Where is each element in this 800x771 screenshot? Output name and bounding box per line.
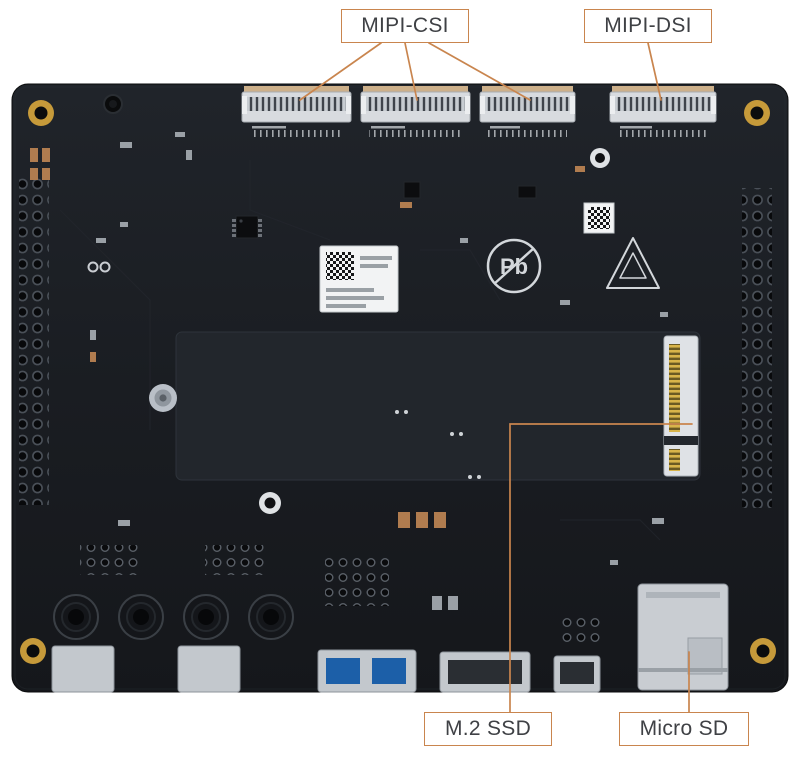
esd-triangle-symbol bbox=[606, 237, 660, 289]
bottom-connector bbox=[439, 651, 531, 693]
round-connector bbox=[53, 594, 99, 640]
leader-lines bbox=[299, 42, 693, 713]
small-qr-sticker bbox=[583, 202, 615, 234]
pcb-traces bbox=[59, 160, 661, 541]
plated-hole bbox=[87, 261, 99, 273]
plated-hole bbox=[259, 492, 281, 514]
mounting-hole bbox=[28, 100, 54, 126]
mipi-dsi-connector bbox=[609, 86, 717, 123]
bottom-connector bbox=[51, 645, 115, 693]
m2-connector bbox=[663, 335, 699, 477]
qr-code bbox=[588, 207, 610, 229]
product-label-sticker bbox=[319, 245, 399, 313]
bottom-connector bbox=[177, 645, 241, 693]
small-ic bbox=[403, 181, 421, 199]
pin-header-pads bbox=[80, 545, 140, 575]
mipi-csi-leader-line-2 bbox=[404, 42, 418, 101]
micro-sd-slot bbox=[637, 583, 729, 691]
passive-components bbox=[30, 132, 668, 610]
mounting-hole bbox=[750, 638, 776, 664]
small-ic bbox=[517, 185, 537, 199]
mipi-csi-leader-line-3 bbox=[428, 42, 531, 101]
label-mipi-dsi: MIPI-DSI bbox=[584, 9, 712, 43]
mounting-hole bbox=[20, 638, 46, 664]
gpio-header-right bbox=[742, 188, 772, 508]
bottom-connectors bbox=[51, 583, 729, 693]
qr-code bbox=[326, 252, 354, 280]
pin-header-pads bbox=[325, 556, 389, 606]
usb3-connector bbox=[317, 649, 417, 693]
mipi-csi-connector-3 bbox=[479, 86, 576, 123]
pb-free-symbol: Pb bbox=[486, 238, 542, 294]
round-connector bbox=[183, 594, 229, 640]
round-connector bbox=[248, 594, 294, 640]
m2-silkscreen-dots bbox=[395, 410, 481, 479]
bottom-connector bbox=[553, 655, 601, 693]
mipi-dsi-leader-line bbox=[647, 42, 662, 101]
top-edge-component bbox=[103, 94, 123, 114]
plated-hole bbox=[590, 148, 610, 168]
pin-header-pads bbox=[560, 616, 602, 644]
label-mipi-csi: MIPI-CSI bbox=[341, 9, 469, 43]
pin-header-pads bbox=[205, 545, 265, 575]
label-micro-sd: Micro SD bbox=[619, 712, 749, 746]
mounting-holes bbox=[20, 100, 776, 664]
m2-ssd-leader-line bbox=[509, 423, 693, 713]
mipi-connectors bbox=[241, 86, 717, 137]
round-connector bbox=[118, 594, 164, 640]
connector-silkscreen bbox=[250, 126, 708, 137]
mounting-hole bbox=[744, 100, 770, 126]
gpio-header-left bbox=[19, 175, 49, 505]
label-m2-ssd: M.2 SSD bbox=[424, 712, 552, 746]
round-connectors bbox=[53, 594, 294, 640]
plated-hole bbox=[99, 261, 111, 273]
m2-slot bbox=[149, 331, 701, 481]
small-ic bbox=[232, 215, 262, 239]
m2-standoff bbox=[149, 384, 177, 412]
mipi-csi-connector-1 bbox=[241, 86, 352, 123]
mipi-csi-leader-line-1 bbox=[299, 42, 382, 101]
